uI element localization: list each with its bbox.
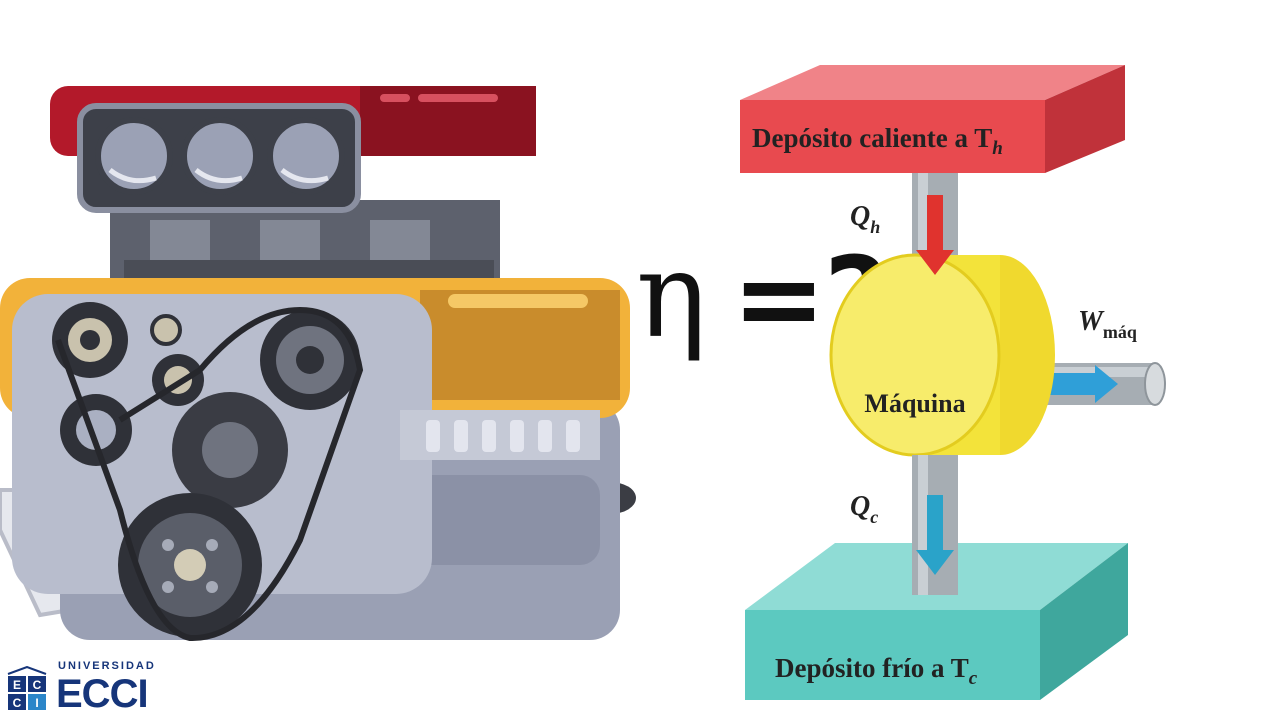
logo-name-text: ECCI	[56, 672, 149, 716]
mark-letter-2: C	[33, 678, 42, 692]
q-cold-subscript: c	[870, 507, 878, 527]
work-label: W	[1078, 306, 1105, 337]
hot-temp-subscript: h	[992, 138, 1003, 159]
mark-letter-4: I	[35, 696, 38, 710]
engine-label: Máquina	[864, 389, 965, 418]
hot-reservoir-label: Depósito caliente a T	[752, 123, 992, 153]
svg-text:Depósito frío a Tc: Depósito frío a Tc	[775, 653, 978, 689]
pulleys	[52, 302, 360, 637]
q-hot-label: Q	[850, 201, 870, 232]
heat-engine-diagram: Depósito caliente a Th Depósito frío a T…	[740, 65, 1166, 700]
svg-text:Qc: Qc	[850, 491, 878, 527]
work-subscript: máq	[1103, 322, 1137, 342]
mark-letter-3: C	[13, 696, 22, 710]
drive-belt	[55, 306, 364, 642]
mark-letter-1: E	[13, 678, 21, 692]
q-cold-label: Q	[850, 491, 870, 522]
svg-text:Qh: Qh	[850, 201, 880, 237]
cold-reservoir-label: Depósito frío a T	[775, 653, 969, 683]
eta-symbol: η	[636, 226, 707, 364]
svg-text:Depósito caliente a Th: Depósito caliente a Th	[752, 123, 1003, 159]
hot-reservoir: Depósito caliente a Th	[740, 65, 1125, 173]
ecci-logo: E C C I UNIVERSIDAD ECCI	[6, 658, 176, 718]
air-intakes	[95, 117, 345, 195]
svg-text:Wmáq: Wmáq	[1078, 306, 1137, 342]
engine-body: Máquina	[829, 253, 1055, 457]
heat-in-arrow	[916, 195, 954, 275]
engine-illustration	[0, 86, 636, 642]
q-hot-subscript: h	[870, 217, 880, 237]
cold-reservoir: Depósito frío a Tc	[745, 543, 1128, 700]
cold-temp-subscript: c	[969, 668, 978, 689]
heat-out-arrow	[916, 495, 954, 575]
ecci-mark-icon: E C C I	[7, 666, 47, 710]
efficiency-question: η =?	[636, 226, 889, 380]
logo-university-text: UNIVERSIDAD	[58, 660, 156, 672]
